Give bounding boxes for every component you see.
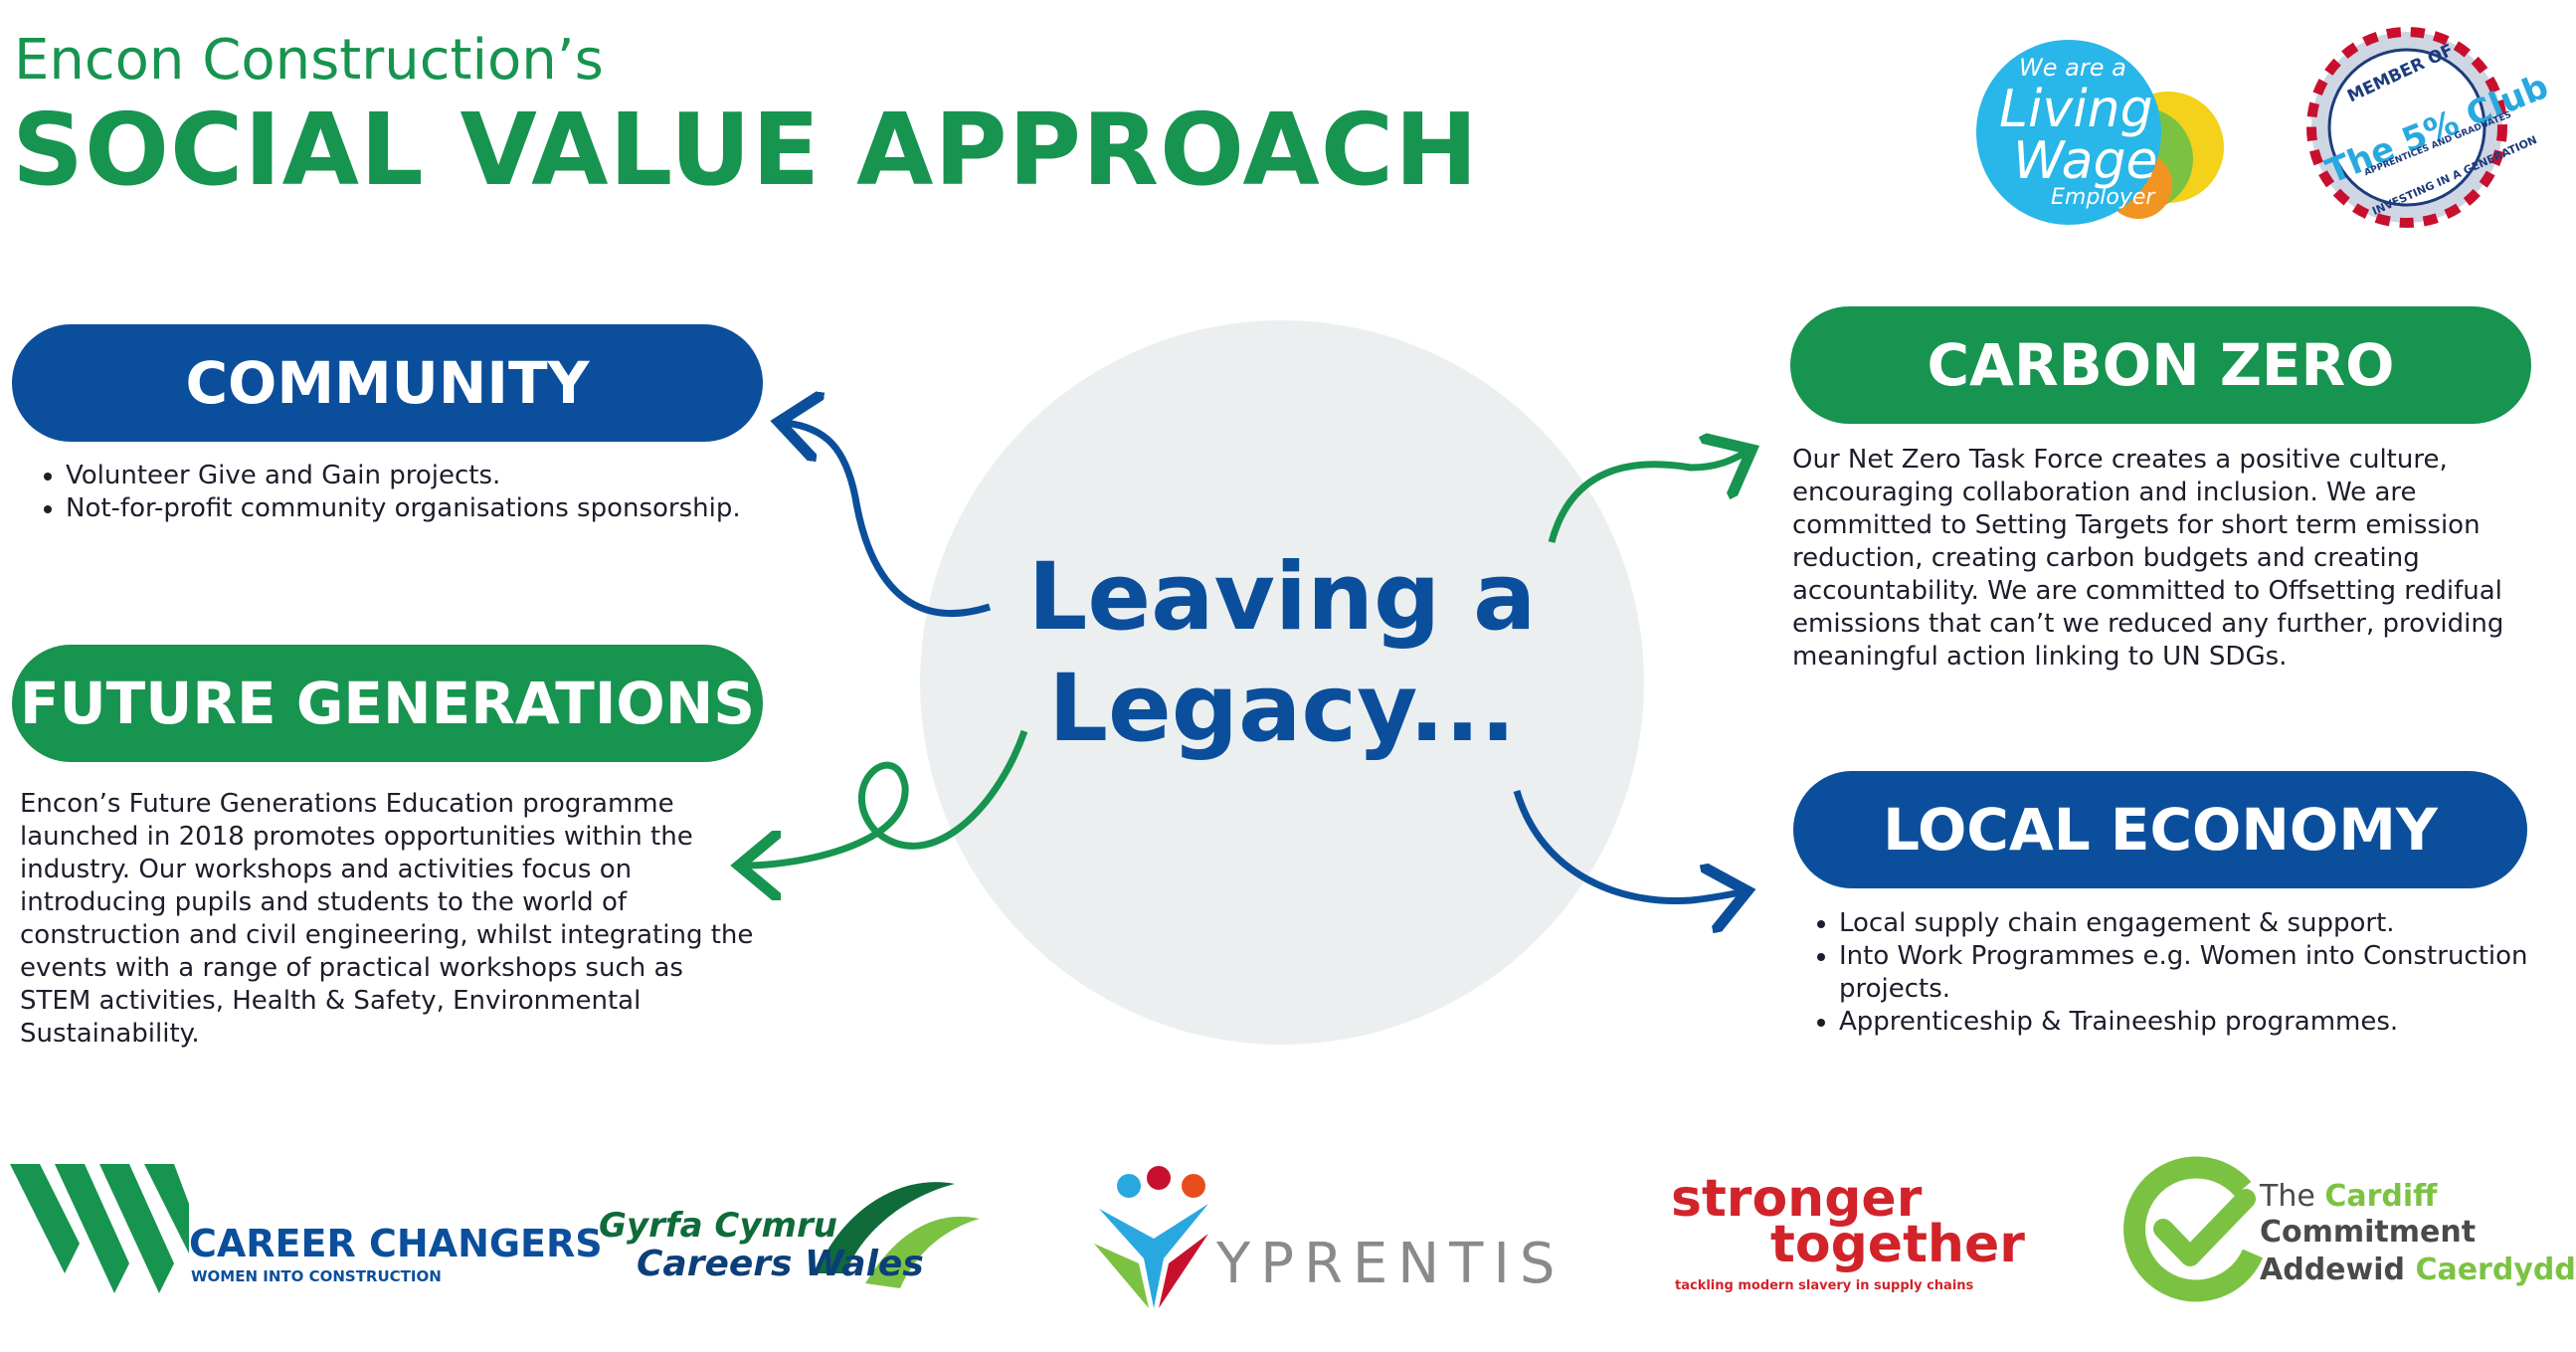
page-title: SOCIAL VALUE APPROACH (12, 92, 1479, 208)
five-percent-club-logo: MEMBER OF The 5% Club APPRENTICES AND GR… (2306, 27, 2554, 228)
pre-title: Encon Construction’s (14, 28, 604, 93)
list-item: Local supply chain engagement & support. (1839, 907, 2531, 940)
stronger-line2: together (1770, 1215, 2025, 1274)
stronger-line1: stronger (1671, 1169, 1923, 1229)
living-wage-line1: We are a (2019, 54, 2126, 82)
arrow-to-carbon (1548, 453, 1746, 543)
stronger-sub: tackling modern slavery in supply chains (1675, 1278, 1974, 1293)
careers-wales-line1: Gyrfa Cymru (599, 1206, 837, 1246)
arrow-to-future (746, 729, 1028, 866)
center-circle (920, 320, 1644, 1045)
community-heading: COMMUNITY (12, 324, 763, 442)
tick-circle-icon (2123, 1156, 2264, 1302)
cardiff-commitment-logo: The Cardiff Commitment Addewid Caerdydd (2123, 1156, 2576, 1308)
carbon-zero-text: Our Net Zero Task Force creates a positi… (1792, 445, 2504, 672)
cardiff-line2: Commitment (2260, 1215, 2477, 1250)
arrow-to-local (1513, 790, 1741, 901)
list-item: Volunteer Give and Gain projects. (66, 460, 768, 492)
career-changers-sub: WOMEN INTO CONSTRUCTION (191, 1267, 442, 1285)
cardiff-line1b: Cardiff (2324, 1179, 2438, 1214)
cardiff-line1: The Cardiff (2260, 1179, 2437, 1214)
living-wage-line2: Living (1999, 80, 2153, 139)
list-item: Not-for-profit community organisations s… (66, 492, 768, 525)
local-economy-list: Local supply chain engagement & support.… (1785, 907, 2531, 1039)
yprentis-figures-icon (1094, 1166, 1208, 1308)
living-wage-circles-icon (1976, 40, 2224, 225)
center-line1: Leaving a (1027, 543, 1537, 652)
future-generations-text: Encon’s Future Generations Education pro… (20, 789, 754, 1049)
living-wage-line4: Employer (2051, 185, 2155, 210)
arrow-to-community (786, 423, 992, 617)
cardiff-line1a: The (2260, 1179, 2325, 1214)
community-list: Volunteer Give and Gain projects. Not-fo… (12, 460, 768, 525)
cardiff-line3a: Addewid (2260, 1253, 2416, 1287)
center-line2: Legacy... (1048, 655, 1516, 763)
living-wage-line3: Wage (2013, 131, 2158, 191)
cardiff-line3b: Caerdydd (2415, 1253, 2576, 1287)
careers-wales-line2: Careers Wales (637, 1244, 924, 1284)
five-club-ring-icon (2306, 27, 2507, 228)
living-wage-logo: We are a Living Wage Employer (1959, 38, 2228, 227)
future-generations-heading: FUTURE GENERATIONS (12, 645, 763, 762)
list-item: Apprenticeship & Traineeship programmes. (1839, 1006, 2531, 1039)
carbon-zero-heading: CARBON ZERO (1790, 306, 2531, 424)
career-changers-name: CAREER CHANGERS (189, 1222, 603, 1265)
list-item: Into Work Programmes e.g. Women into Con… (1839, 940, 2531, 1006)
careers-wales-swoosh-icon (816, 1182, 980, 1288)
cardiff-line3: Addewid Caerdydd (2260, 1253, 2576, 1287)
career-changers-logo: CAREER CHANGERS WOMEN INTO CONSTRUCTION (10, 1164, 603, 1303)
local-economy-heading: LOCAL ECONOMY (1793, 771, 2527, 888)
yprentis-logo: YPRENTIS (1089, 1164, 1555, 1313)
center-text: Leaving a Legacy... (920, 542, 1644, 765)
stripes-icon (10, 1164, 189, 1293)
careers-wales-logo: Gyrfa Cymru Careers Wales (597, 1164, 985, 1303)
stronger-together-logo: stronger together tackling modern slaver… (1671, 1169, 2025, 1308)
yprentis-name: YPRENTIS (1216, 1232, 1565, 1296)
